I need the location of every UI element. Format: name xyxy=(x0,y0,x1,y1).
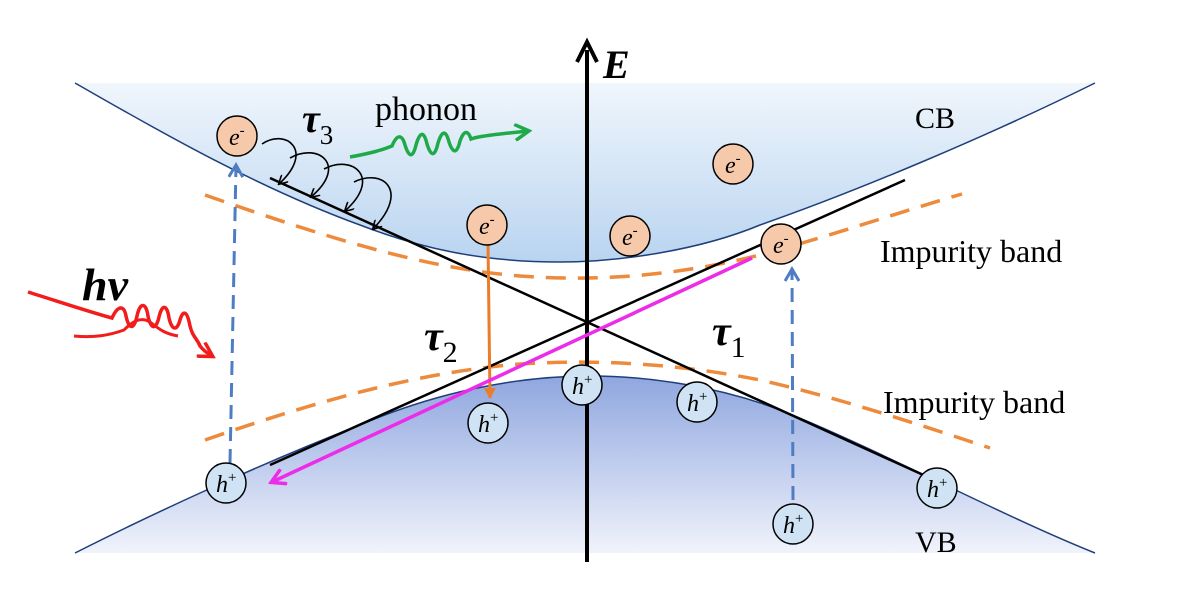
tau3-label: τ3 xyxy=(302,96,333,150)
svg-text:h+: h+ xyxy=(687,389,707,417)
tau1-label: τ1 xyxy=(712,309,746,364)
conduction-band-label: CB xyxy=(915,102,955,135)
electron: e- xyxy=(712,143,754,185)
svg-text:e-: e- xyxy=(725,151,741,179)
impurity-band-upper-label: Impurity band xyxy=(880,233,1062,269)
phonon-label: phonon xyxy=(375,91,477,128)
photon-wave-echo xyxy=(73,318,179,339)
svg-text:h+: h+ xyxy=(572,372,592,400)
photon-label: hν xyxy=(82,259,129,310)
svg-text:e-: e- xyxy=(229,123,245,151)
hole: h+ xyxy=(772,503,814,545)
electron: e- xyxy=(466,204,508,246)
excitation-arrow-right xyxy=(792,270,793,501)
tau2-label: τ2 xyxy=(424,314,458,369)
excitation-arrow-left xyxy=(230,166,236,464)
recombination-arrow-tau2 xyxy=(483,242,496,399)
hole: h+ xyxy=(205,462,247,504)
hole: h+ xyxy=(916,467,958,509)
svg-text:e-: e- xyxy=(622,223,638,251)
conduction-band-edge xyxy=(74,82,1096,263)
recombination-arrow-tau1 xyxy=(272,256,753,482)
hole: h+ xyxy=(676,381,718,423)
svg-text:e-: e- xyxy=(773,231,789,259)
valence-band-label: VB xyxy=(915,526,957,559)
electron: e- xyxy=(760,223,802,265)
electron: e- xyxy=(216,115,258,157)
photon-wave xyxy=(27,290,212,356)
svg-text:h+: h+ xyxy=(478,410,498,438)
svg-text:h+: h+ xyxy=(783,511,803,539)
hole: h+ xyxy=(561,364,603,406)
phonon-wave xyxy=(349,131,528,159)
tau3-relaxation-cascade xyxy=(261,138,392,228)
energy-axis-label: E xyxy=(602,42,630,87)
svg-text:h+: h+ xyxy=(216,470,236,498)
impurity-band-upper-line xyxy=(204,192,963,280)
hole: h+ xyxy=(467,402,509,444)
energy-axis-arrowhead xyxy=(575,37,599,63)
svg-text:h+: h+ xyxy=(927,475,947,503)
svg-text:e-: e- xyxy=(479,212,495,240)
impurity-band-lower-label: Impurity band xyxy=(883,384,1065,420)
electron: e- xyxy=(609,215,651,257)
impurity-band-lower-line xyxy=(204,360,991,450)
